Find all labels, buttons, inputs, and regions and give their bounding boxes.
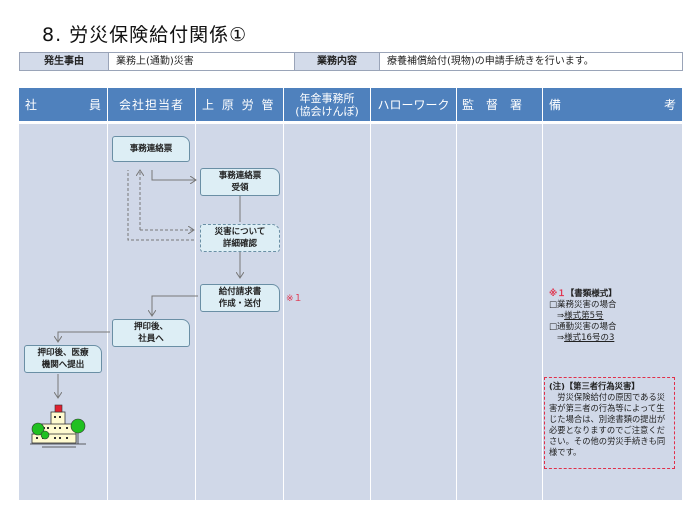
- header-remarks-left: 備: [549, 98, 562, 112]
- cause-value: 業務上(通勤)災害: [109, 53, 295, 70]
- header-pension: 年金事務所 (協会けんぽ): [284, 88, 370, 121]
- box-contact-slip: 事務連絡票: [112, 136, 190, 162]
- hospital-icon: [30, 404, 86, 448]
- forms-item-commute-link-row: ⇒様式16号の3: [549, 333, 617, 344]
- cause-label: 発生事由: [20, 53, 109, 70]
- task-label: 業務内容: [295, 53, 380, 70]
- header-pension-line2: (協会けんぽ): [295, 104, 359, 118]
- form-16-3-link[interactable]: 様式16号の3: [564, 333, 615, 343]
- forms-item-work: □業務災害の場合: [549, 300, 617, 310]
- box-line: 受領: [231, 183, 249, 193]
- header-labor: 監 督 署: [457, 88, 542, 121]
- form-5-link[interactable]: 様式第5号: [564, 311, 604, 321]
- note-body: 労災保険給付の原因である災害が第三者の行為等によって生じた場合は、別途書類の提出…: [549, 392, 666, 457]
- forms-item-work-link-row: ⇒様式第5号: [549, 311, 617, 322]
- header-employee: 社 員: [19, 88, 107, 121]
- header-remarks: 備 考: [543, 88, 682, 121]
- third-party-note: (注)【第三者行為災害】 労災保険給付の原因である災害が第三者の行為等によって生…: [544, 377, 675, 469]
- box-line: 社員へ: [138, 334, 164, 344]
- forms-mark: ※１: [549, 289, 566, 299]
- forms-item-commute: □通勤災害の場合: [549, 322, 617, 332]
- arrow-icon: ⇒: [557, 333, 565, 343]
- box-claim-form: 給付請求書 作成・送付: [200, 284, 280, 312]
- box-line: 詳細確認: [222, 239, 257, 249]
- box-line: 作成・送付: [218, 299, 262, 309]
- lane-labor: [457, 124, 542, 500]
- header-remarks-right: 考: [663, 98, 676, 112]
- header-employee-left: 社: [25, 98, 38, 112]
- box-detail-check: 災害について 詳細確認: [200, 224, 280, 252]
- box-stamp-to-employee: 押印後、 社員へ: [112, 319, 190, 347]
- box-contact-slip-label: 事務連絡票: [129, 144, 173, 154]
- header-pension-line1: 年金事務所: [299, 91, 355, 105]
- box-line: 事務連絡票: [218, 171, 262, 181]
- box-line: 押印後、医療: [37, 348, 89, 358]
- box-submit-to-hospital: 押印後、医療 機関へ提出: [24, 345, 102, 373]
- remarks-forms: ※１【書類様式】 □業務災害の場合 ⇒様式第5号 □通勤災害の場合 ⇒様式16号…: [549, 289, 617, 344]
- box-contact-slip-received: 事務連絡票 受領: [200, 168, 280, 196]
- header-company: 会社担当者: [108, 88, 195, 121]
- arrow-icon: ⇒: [557, 311, 565, 321]
- lane-hellowork: [371, 124, 456, 500]
- info-bar: 発生事由 業務上(通勤)災害 業務内容 療養補償給付(現物)の申請手続きを行いま…: [19, 52, 683, 71]
- forms-title: 【書類様式】: [565, 289, 617, 299]
- lane-remarks: [543, 124, 682, 500]
- ref-mark-1: ※１: [286, 294, 303, 304]
- box-line: 給付請求書: [218, 287, 262, 297]
- note-title: (注)【第三者行為災害】: [549, 381, 640, 391]
- lane-pension: [284, 124, 370, 500]
- header-hellowork: ハローワーク: [371, 88, 456, 121]
- task-value: 療養補償給付(現物)の申請手続きを行います。: [380, 53, 682, 70]
- box-line: 機関へ提出: [41, 360, 85, 370]
- box-line: 押印後、: [133, 322, 168, 332]
- header-employee-right: 員: [88, 98, 101, 112]
- forms-heading: ※１【書類様式】: [549, 289, 617, 300]
- box-line: 災害について: [214, 227, 266, 237]
- page-title: 8. 労災保険給付関係①: [42, 24, 248, 46]
- header-uehara: 上 原 労 管: [196, 88, 283, 121]
